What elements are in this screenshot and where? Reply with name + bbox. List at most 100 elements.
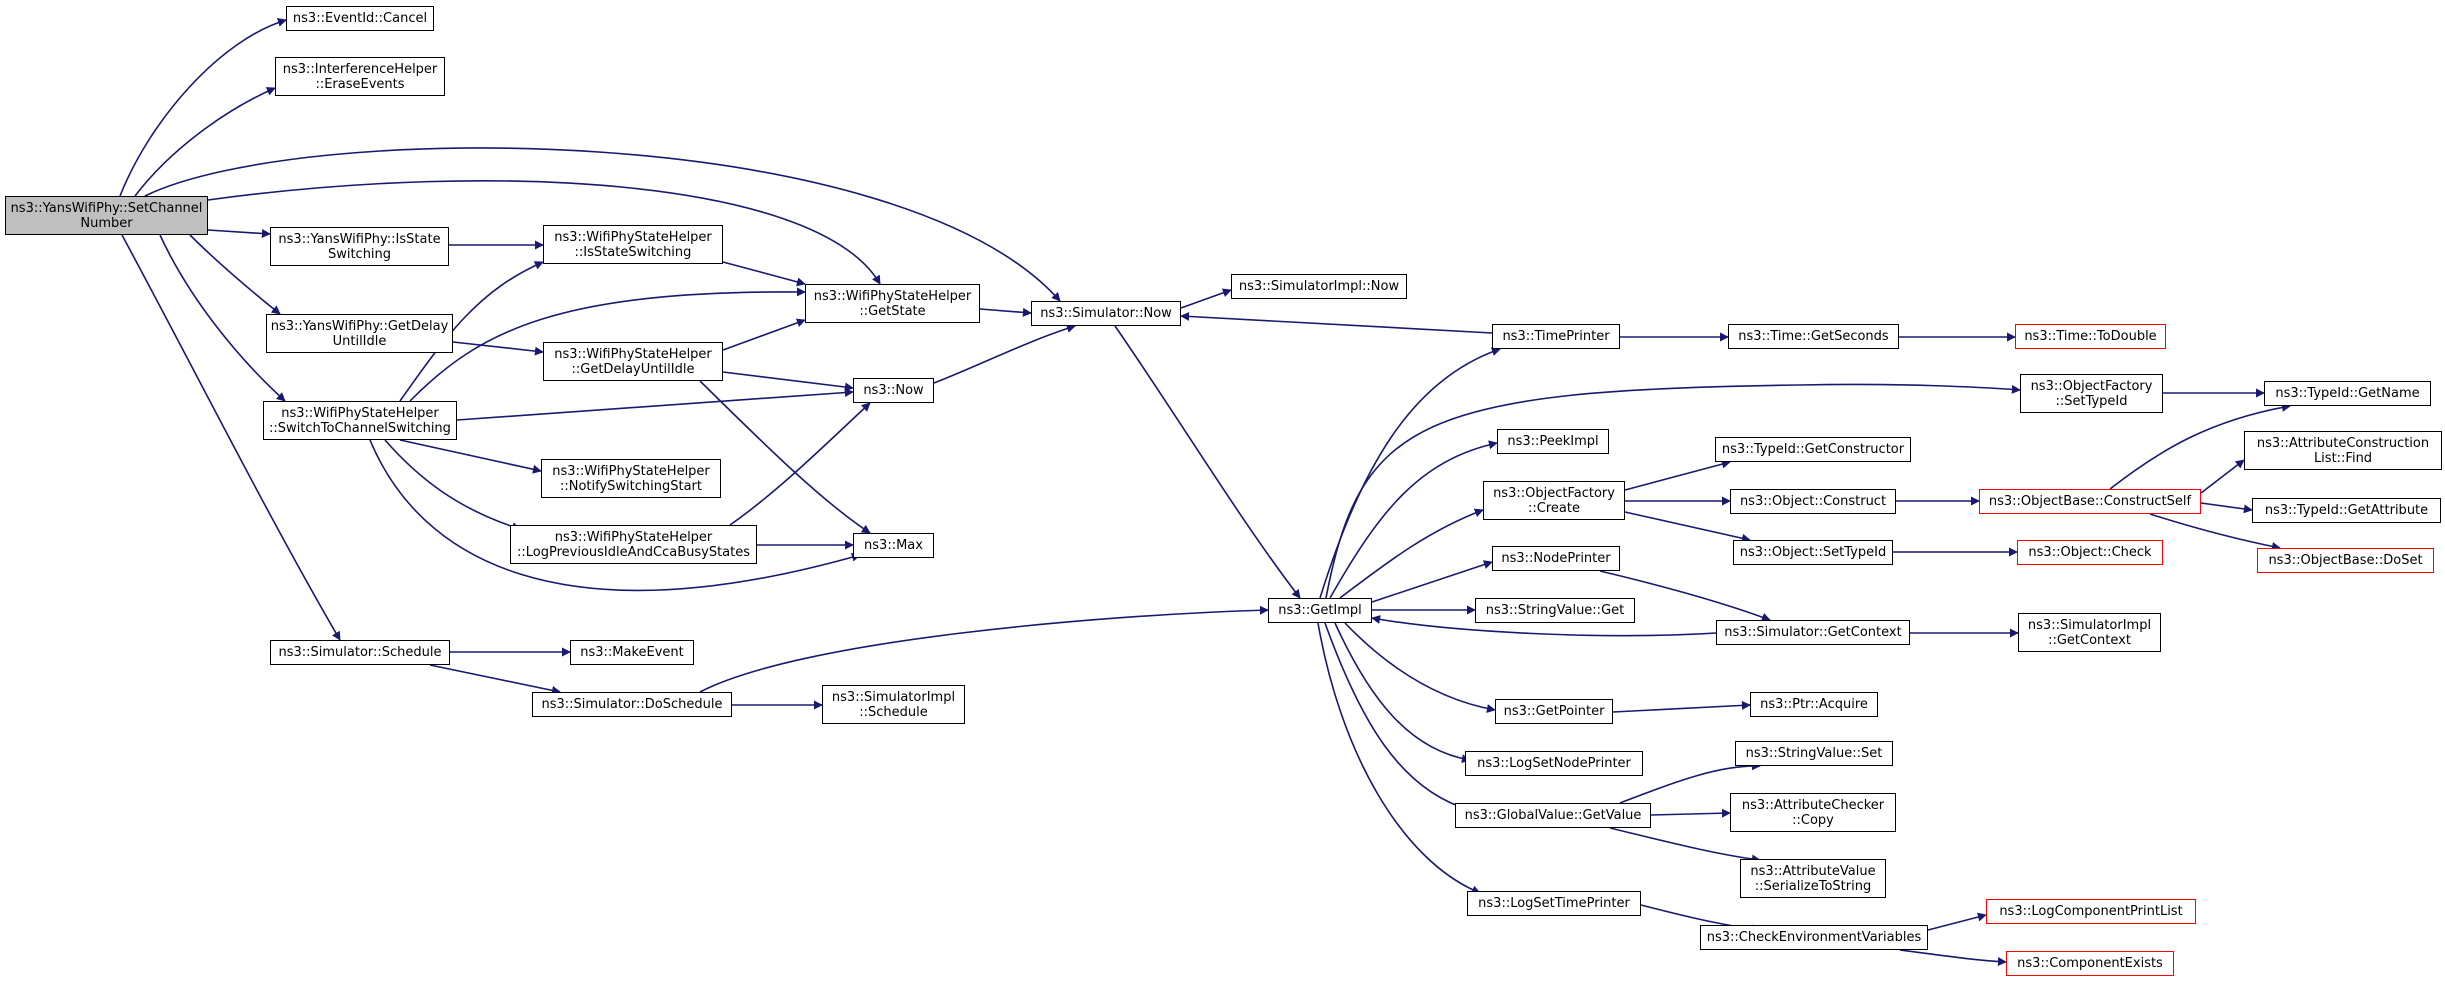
edge-logprev-now xyxy=(729,402,871,526)
edge-switchto-now xyxy=(456,388,854,421)
node-componentexists[interactable]: ns3::ComponentExists xyxy=(2006,951,2174,976)
edge-switchto-notify xyxy=(399,439,542,474)
node-peekimpl[interactable]: ns3::PeekImpl xyxy=(1497,429,1609,454)
edge-wpsh-isstate-getstate xyxy=(722,261,806,287)
node-time-todouble[interactable]: ns3::Time::ToDouble xyxy=(2015,324,2166,349)
edge-root-sim-schedule xyxy=(121,234,341,641)
node-object-construct[interactable]: ns3::Object::Construct xyxy=(1730,489,1896,514)
edge-root-yans-getdelay xyxy=(189,234,281,315)
node-logsetnodeprinter[interactable]: ns3::LogSetNodePrinter xyxy=(1465,751,1643,776)
edge-checkenv-logcomponentprintlist xyxy=(1927,912,1987,931)
node-wifiphystatehelper-logpreviousidleandccabusystates[interactable]: ns3::WifiPhyStateHelper::LogPreviousIdle… xyxy=(510,525,757,564)
edge-getimpl-logsetnodeprinter xyxy=(1334,622,1471,764)
edge-switchto-logprev xyxy=(384,439,521,531)
edge-getimpl-getpointer xyxy=(1344,622,1496,713)
edge-getstate-sim-now xyxy=(979,307,1032,317)
edge-checkenv-componentexists xyxy=(1899,949,2007,967)
edge-wpsh-getdelay-getstate xyxy=(722,318,806,351)
edge-root-wpsh-getstate xyxy=(207,180,881,285)
edge-getimpl-timeprinter xyxy=(1319,347,1501,599)
edge-objfactory-create-getconstructor xyxy=(1624,459,1731,491)
edge-nodeprinter-sim-getcontext xyxy=(1599,570,1771,622)
node-stringvalue-get[interactable]: ns3::StringValue::Get xyxy=(1475,598,1635,623)
node-simulatorimpl-schedule[interactable]: ns3::SimulatorImpl::Schedule xyxy=(822,685,965,724)
node-logcomponentprintlist[interactable]: ns3::LogComponentPrintList xyxy=(1986,899,2196,924)
edge-wpsh-getdelay-now xyxy=(722,371,854,392)
node-interferencehelper-eraseevents[interactable]: ns3::InterferenceHelper::EraseEvents xyxy=(275,57,445,96)
edge-now-sim-now xyxy=(933,324,1076,384)
node-simulator-schedule[interactable]: ns3::Simulator::Schedule xyxy=(270,640,450,665)
edge-getimpl-globalvalue xyxy=(1324,622,1471,813)
edge-getimpl-nodeprinter xyxy=(1371,560,1493,603)
node-attributechecker-copy[interactable]: ns3::AttributeChecker::Copy xyxy=(1730,793,1896,832)
edge-constructself-doset xyxy=(2149,513,2281,551)
node-object-settypeid[interactable]: ns3::Object::SetTypeId xyxy=(1733,540,1893,565)
node-timeprinter[interactable]: ns3::TimePrinter xyxy=(1492,324,1620,349)
node-globalvalue-getvalue[interactable]: ns3::GlobalValue::GetValue xyxy=(1455,803,1651,828)
edge-getpointer-ptr-acquire xyxy=(1612,700,1751,713)
node-now[interactable]: ns3::Now xyxy=(853,378,934,403)
node-wifiphystatehelper-getdelayuntilidle[interactable]: ns3::WifiPhyStateHelper::GetDelayUntilId… xyxy=(543,342,723,381)
node-stringvalue-set[interactable]: ns3::StringValue::Set xyxy=(1735,741,1893,766)
edge-switchto-max xyxy=(369,439,861,592)
node-typeid-getattribute[interactable]: ns3::TypeId::GetAttribute xyxy=(2252,498,2441,523)
node-simulatorimpl-now[interactable]: ns3::SimulatorImpl::Now xyxy=(1231,274,1407,299)
edge-sim-schedule-doschedule xyxy=(429,664,561,695)
node-simulator-doschedule[interactable]: ns3::Simulator::DoSchedule xyxy=(532,692,732,717)
edge-switchto-wpsh-isstate xyxy=(399,261,544,402)
edge-switchto-getstate xyxy=(409,287,806,402)
node-attributevalue-serializetostring[interactable]: ns3::AttributeValue::SerializeToString xyxy=(1740,859,1886,898)
edge-constructself-getname xyxy=(2109,402,2291,490)
node-simulator-getcontext[interactable]: ns3::Simulator::GetContext xyxy=(1716,620,1910,645)
node-getimpl[interactable]: ns3::GetImpl xyxy=(1268,598,1372,623)
node-wifiphystatehelper-switchtochannelswitching[interactable]: ns3::WifiPhyStateHelper::SwitchToChannel… xyxy=(263,401,457,440)
edge-globalvalue-stringvalue-set xyxy=(1619,761,1761,804)
node-time-getseconds[interactable]: ns3::Time::GetSeconds xyxy=(1728,324,1899,349)
node-logsettimeprinter[interactable]: ns3::LogSetTimePrinter xyxy=(1467,891,1641,916)
edge-doschedule-getimpl xyxy=(699,605,1269,693)
edge-constructself-getattribute xyxy=(2200,502,2253,514)
node-ptr-acquire[interactable]: ns3::Ptr::Acquire xyxy=(1750,692,1878,717)
node-simulatorimpl-getcontext[interactable]: ns3::SimulatorImpl::GetContext xyxy=(2018,613,2161,652)
node-objectbase-constructself[interactable]: ns3::ObjectBase::ConstructSelf xyxy=(1979,489,2201,514)
node-wifiphystatehelper-getstate[interactable]: ns3::WifiPhyStateHelper::GetState xyxy=(805,284,980,323)
node-wifiphystatehelper-notifyswitchingstart[interactable]: ns3::WifiPhyStateHelper::NotifySwitching… xyxy=(541,459,721,498)
node-objectfactory-create[interactable]: ns3::ObjectFactory::Create xyxy=(1483,481,1625,520)
edge-root-simulator-now xyxy=(144,147,1061,302)
node-simulator-now[interactable]: ns3::Simulator::Now xyxy=(1031,301,1181,326)
node-wifiphystatehelper-isstateswitching[interactable]: ns3::WifiPhyStateHelper::IsStateSwitchin… xyxy=(543,225,723,264)
node-makeevent[interactable]: ns3::MakeEvent xyxy=(570,640,694,665)
edge-getimpl-logsettimeprinter xyxy=(1317,622,1481,895)
edge-wpsh-getdelay-max xyxy=(699,380,871,534)
edge-objfactory-create-settypeid xyxy=(1624,511,1751,543)
node-eventid-cancel[interactable]: ns3::EventId::Cancel xyxy=(286,6,434,31)
edge-globalvalue-attrvalue-serialize xyxy=(1609,827,1761,864)
node-objectfactory-settypeid[interactable]: ns3::ObjectFactory::SetTypeId xyxy=(2020,374,2163,413)
node-max[interactable]: ns3::Max xyxy=(853,533,934,558)
node-typeid-getconstructor[interactable]: ns3::TypeId::GetConstructor xyxy=(1715,437,1911,462)
edge-yans-getdelay-wpsh-getdelay xyxy=(452,341,544,356)
edge-globalvalue-attrchecker-copy xyxy=(1650,808,1731,818)
node-checkenvironmentvariables[interactable]: ns3::CheckEnvironmentVariables xyxy=(1700,925,1928,950)
node-typeid-getname[interactable]: ns3::TypeId::GetName xyxy=(2264,381,2431,406)
edge-root-eventid-cancel xyxy=(119,18,287,197)
node-object-check[interactable]: ns3::Object::Check xyxy=(2017,540,2163,565)
edge-getimpl-peekimpl xyxy=(1329,440,1498,599)
node-objectbase-doset[interactable]: ns3::ObjectBase::DoSet xyxy=(2257,548,2434,573)
edge-sim-now-getimpl xyxy=(1114,325,1301,599)
node-nodeprinter[interactable]: ns3::NodePrinter xyxy=(1492,546,1620,571)
edge-timeprinter-sim-now xyxy=(1180,311,1493,334)
edge-getimpl-objfactory-settypeid xyxy=(1325,383,2021,599)
node-getpointer[interactable]: ns3::GetPointer xyxy=(1495,699,1613,724)
edge-root-switchto xyxy=(159,234,286,402)
edge-simulator-getcontext-getimpl xyxy=(1371,614,1717,637)
edge-root-yans-isstate xyxy=(207,228,271,238)
edge-sim-now-simimpl-now xyxy=(1180,288,1232,309)
edge-getimpl-objfactory-create xyxy=(1339,508,1484,599)
